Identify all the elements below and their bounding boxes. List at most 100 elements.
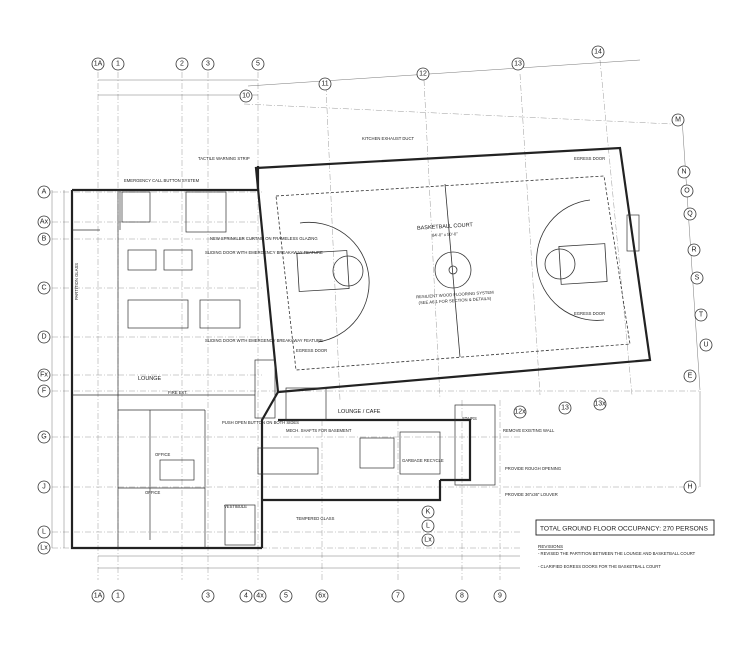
- svg-text:R: R: [691, 247, 696, 254]
- svg-text:1: 1: [116, 593, 120, 600]
- svg-text:3: 3: [206, 593, 210, 600]
- grid-bubble: G: [37, 430, 51, 444]
- svg-text:4: 4: [244, 593, 248, 600]
- grid-bubble: 1A: [91, 589, 105, 603]
- grid-bubble: 7: [391, 589, 405, 603]
- grid-bubble: 5: [251, 57, 265, 71]
- lounge-cafe-label: LOUNGE / CAFE: [338, 409, 381, 415]
- svg-text:B: B: [42, 236, 47, 243]
- note-text: PROVIDE 36"x36" LOUVER: [505, 492, 558, 497]
- note-text: EMERGENCY CALL BUTTON SYSTEM: [124, 178, 200, 183]
- grid-bubble: Q: [683, 207, 697, 221]
- svg-text:13: 13: [561, 405, 569, 412]
- grid-bubble: 5: [279, 589, 293, 603]
- grid-bubble: 1: [111, 589, 125, 603]
- grid-bubble: 13: [511, 57, 525, 71]
- egress-door-label: EGRESS DOOR: [574, 156, 605, 161]
- lounge-label: LOUNGE: [138, 376, 162, 382]
- grid-bubble: U: [699, 338, 713, 352]
- note-text: TEMPERED GLASS: [296, 516, 335, 521]
- svg-text:1A: 1A: [94, 593, 103, 600]
- svg-text:E: E: [688, 373, 693, 380]
- grid-bubble: D: [37, 330, 51, 344]
- grid-bubble: O: [680, 184, 694, 198]
- svg-text:A: A: [42, 189, 47, 196]
- svg-text:U: U: [703, 342, 708, 349]
- grid-bubbles-bottom: 1A 1 3 4 4x 5 6x 7 8 9: [91, 589, 507, 603]
- svg-text:6x: 6x: [318, 593, 326, 600]
- svg-text:8: 8: [460, 593, 464, 600]
- svg-text:2: 2: [180, 61, 184, 68]
- svg-text:F: F: [42, 388, 46, 395]
- svg-text:12x: 12x: [514, 409, 526, 416]
- stairs-label: STAIRS: [462, 416, 477, 421]
- grid-bubble: 3: [201, 589, 215, 603]
- svg-text:10: 10: [242, 93, 250, 100]
- vestibule-label: VESTIBULE: [224, 504, 247, 509]
- grid-bubble: 4x: [253, 589, 267, 603]
- basketball-court: [275, 175, 640, 371]
- revision-item: - CLARIFIED EGRESS DOORS FOR THE BASKETB…: [538, 564, 661, 569]
- note-text: PROVIDE ROUGH OPENING: [505, 466, 561, 471]
- svg-text:H: H: [687, 484, 692, 491]
- svg-text:C: C: [41, 285, 46, 292]
- grid-bubble: 14: [591, 45, 605, 59]
- svg-text:T: T: [699, 312, 704, 319]
- grid-bubble: L: [37, 525, 51, 539]
- note-text: KITCHEN EXHAUST DUCT: [362, 136, 414, 141]
- grid-bubble: 12: [416, 67, 430, 81]
- grid-bubble: Lx: [37, 541, 51, 555]
- svg-text:Lx: Lx: [424, 537, 432, 544]
- note-text: FIRE EXT.: [168, 390, 188, 395]
- grid-bubble: E: [683, 369, 697, 383]
- grid-bubble: 8: [455, 589, 469, 603]
- svg-text:1A: 1A: [94, 61, 103, 68]
- svg-text:Ax: Ax: [40, 219, 49, 226]
- svg-text:3: 3: [206, 61, 210, 68]
- grid-bubble: 12x: [513, 405, 527, 419]
- grid-bubble: 13x: [593, 397, 607, 411]
- svg-text:13: 13: [514, 61, 522, 68]
- extra-grid-markers: 12x 13 13x K L Lx: [421, 397, 607, 547]
- drawing-notes: NEW SPRINKLER CURTAIN ON FRAMELESS GLAZI…: [74, 136, 561, 521]
- svg-text:12: 12: [419, 71, 427, 78]
- svg-text:Fx: Fx: [40, 372, 48, 379]
- note-text: SLIDING DOOR WITH EMERGENCY BREAKAWAY FE…: [205, 338, 323, 343]
- svg-text:5: 5: [256, 61, 260, 68]
- grid-bubble: B: [37, 232, 51, 246]
- svg-text:11: 11: [321, 81, 328, 88]
- grid-bubble: N: [677, 165, 691, 179]
- svg-text:13x: 13x: [594, 401, 606, 408]
- grid-bubble: C: [37, 281, 51, 295]
- grid-bubbles-right: M N O Q R S T U E H: [671, 113, 713, 494]
- occupancy-box: [535, 519, 715, 536]
- grid-bubble: 13: [558, 401, 572, 415]
- grid-bubble: 1: [111, 57, 125, 71]
- svg-text:14: 14: [594, 49, 602, 56]
- svg-text:S: S: [695, 275, 700, 282]
- svg-text:J: J: [42, 484, 46, 491]
- svg-text:L: L: [426, 523, 430, 530]
- grid-bubble: F: [37, 384, 51, 398]
- grid-bubble: R: [687, 243, 701, 257]
- grid-bubble: T: [694, 308, 708, 322]
- grid-bubbles-left: A Ax B C D Fx F G J L Lx: [37, 185, 51, 555]
- dimension-lines: [51, 59, 701, 569]
- court-dimension: 84'-0" x 50'-0": [432, 231, 459, 238]
- grid-bubbles-top: 1A 1 2 3 5 10 11 12 13 14: [91, 45, 605, 103]
- grid-lines: [52, 59, 700, 580]
- grid-bubble: L: [421, 519, 435, 533]
- grid-bubble: 11: [318, 77, 332, 91]
- svg-text:Lx: Lx: [40, 545, 48, 552]
- grid-bubble: 3: [201, 57, 215, 71]
- title-notes: TOTAL GROUND FLOOR OCCUPANCY: 270 PERSON…: [535, 519, 715, 569]
- office-label: OFFICE: [155, 452, 171, 457]
- grid-bubble: K: [421, 505, 435, 519]
- room-labels: BASKETBALL COURT 84'-0" x 50'-0" RESILIE…: [138, 156, 605, 509]
- grid-bubble: 10: [239, 89, 253, 103]
- grid-bubble: Fx: [37, 368, 51, 382]
- note-text: PARTITION GLASS: [74, 263, 79, 300]
- svg-text:O: O: [684, 188, 690, 195]
- grid-bubble: 9: [493, 589, 507, 603]
- grid-bubble: 2: [175, 57, 189, 71]
